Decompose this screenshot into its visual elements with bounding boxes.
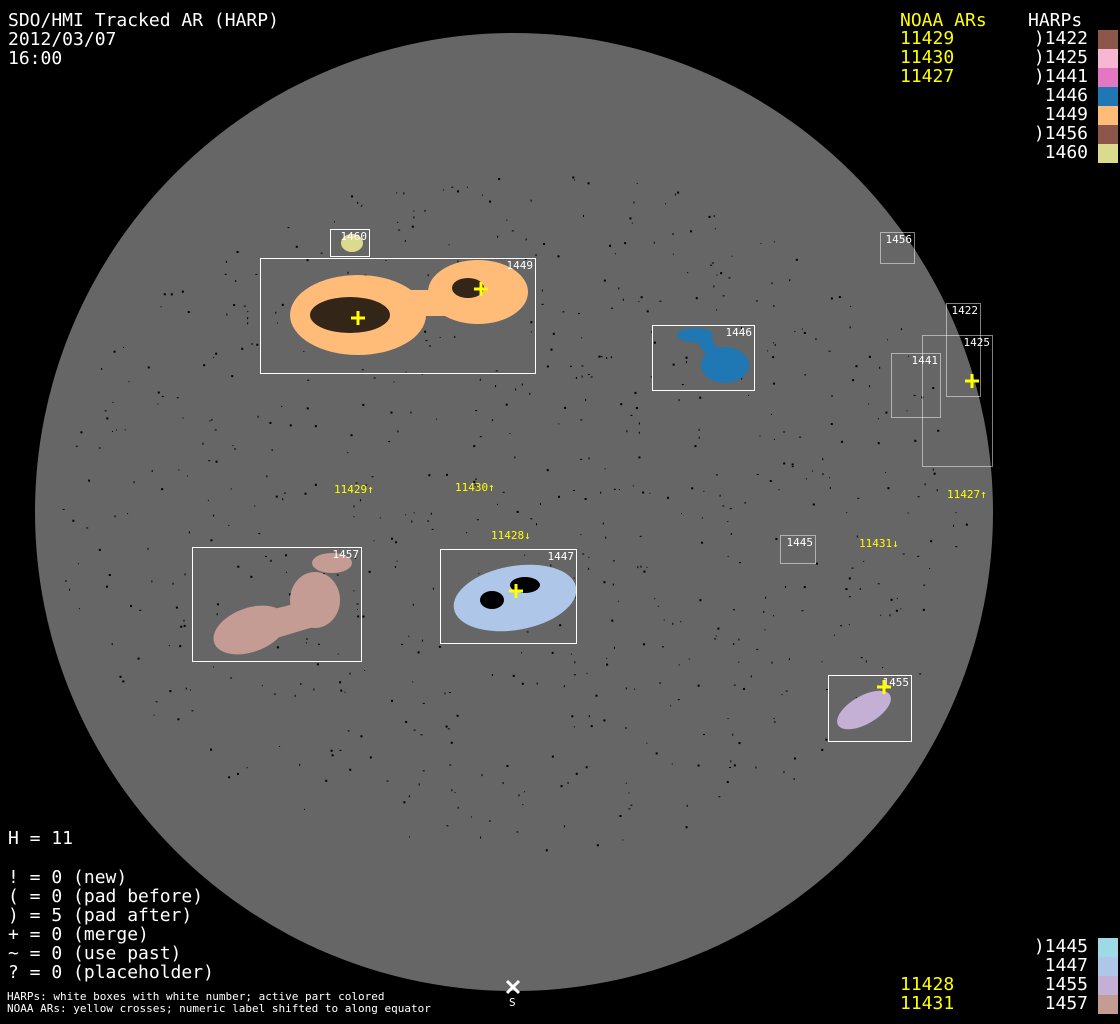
harp-legend-item: 1449 bbox=[1044, 104, 1088, 125]
harp-legend-item: )1445 bbox=[1033, 936, 1088, 957]
active-region-1455 bbox=[837, 690, 891, 730]
harp-legend-item: )1456 bbox=[1033, 123, 1088, 144]
harp-count: H = 11 bbox=[8, 828, 74, 849]
harp-color-swatch bbox=[1098, 87, 1118, 106]
harp-box-label: 1445 bbox=[787, 536, 814, 549]
harp-color-swatch bbox=[1098, 976, 1118, 995]
active-region-1446 bbox=[677, 328, 749, 383]
harp-box-label: 1441 bbox=[912, 354, 939, 367]
noaa-header: NOAA ARs bbox=[900, 10, 987, 31]
harp-box-label: 1460 bbox=[341, 230, 368, 243]
harp-box-1460[interactable] bbox=[330, 229, 370, 257]
stat-line: ! = 0 (new) bbox=[8, 867, 128, 888]
stat-line: ? = 0 (placeholder) bbox=[8, 962, 214, 983]
stat-line: ) = 5 (pad after) bbox=[8, 905, 193, 926]
harp-legend-item: )1441 bbox=[1033, 66, 1088, 87]
harp-box-label: 1422 bbox=[952, 304, 979, 317]
harp-color-swatch bbox=[1098, 30, 1118, 49]
harp-legend-item: )1422 bbox=[1033, 28, 1088, 49]
harp-box-1456[interactable] bbox=[880, 232, 915, 264]
harp-box-1422[interactable] bbox=[946, 303, 981, 397]
harp-box-1446[interactable] bbox=[652, 325, 755, 391]
harp-box-label: 1457 bbox=[333, 548, 360, 561]
noaa-legend-item: 11427 bbox=[900, 66, 955, 87]
noaa-legend-item: 11431 bbox=[900, 993, 955, 1014]
harp-legend-item: 1460 bbox=[1044, 142, 1088, 163]
stat-line: ( = 0 (pad before) bbox=[8, 886, 204, 907]
harp-color-swatch bbox=[1098, 995, 1118, 1014]
footer-harps-note: HARPs: white boxes with white number; ac… bbox=[7, 990, 385, 1003]
harp-legend-item: 1457 bbox=[1044, 993, 1088, 1014]
stat-line: ~ = 0 (use past) bbox=[8, 943, 182, 964]
harp-box-1445[interactable] bbox=[780, 535, 816, 564]
noaa-legend-item: 11430 bbox=[900, 47, 955, 68]
harp-legend-item: 1455 bbox=[1044, 974, 1088, 995]
harp-color-swatch bbox=[1098, 106, 1118, 125]
noaa-cross-icon bbox=[965, 374, 979, 388]
harp-legend-item: )1425 bbox=[1033, 47, 1088, 68]
active-region-1457 bbox=[213, 553, 352, 655]
harp-box-label: 1456 bbox=[886, 233, 913, 246]
harp-box-1449[interactable] bbox=[260, 258, 536, 374]
noaa-equator-label: 11428↓ bbox=[491, 529, 531, 542]
harp-box-1455[interactable] bbox=[828, 675, 912, 742]
noaa-equator-label: 11429↑ bbox=[334, 483, 374, 496]
stat-line: + = 0 (merge) bbox=[8, 924, 149, 945]
harp-box-1457[interactable] bbox=[192, 547, 362, 662]
noaa-cross-icon bbox=[474, 282, 488, 296]
harp-box-1425[interactable] bbox=[922, 335, 993, 467]
harp-color-swatch bbox=[1098, 68, 1118, 87]
sun-disk bbox=[35, 33, 993, 991]
harp-box-label: 1446 bbox=[726, 326, 753, 339]
time: 16:00 bbox=[8, 48, 63, 69]
footer-noaa-note: NOAA ARs: yellow crosses; numeric label … bbox=[7, 1002, 431, 1015]
south-label: S bbox=[509, 996, 516, 1009]
noaa-legend-item: 11428 bbox=[900, 974, 955, 995]
noaa-equator-label: 11427↑ bbox=[947, 488, 987, 501]
noaa-equator-label: 11430↑ bbox=[455, 481, 495, 494]
harp-color-swatch bbox=[1098, 125, 1118, 144]
harp-color-swatch bbox=[1098, 144, 1118, 163]
harp-legend-item: 1447 bbox=[1044, 955, 1088, 976]
harp-legend-item: 1446 bbox=[1044, 85, 1088, 106]
harp-color-swatch bbox=[1098, 938, 1118, 957]
harp-box-label: 1447 bbox=[548, 550, 575, 563]
title: SDO/HMI Tracked AR (HARP) bbox=[8, 10, 279, 31]
noaa-cross-icon bbox=[351, 311, 365, 325]
noaa-equator-label: 11431↓ bbox=[859, 537, 899, 550]
active-region-1460 bbox=[341, 234, 363, 252]
noaa-cross-icon bbox=[509, 584, 523, 598]
harp-color-swatch bbox=[1098, 957, 1118, 976]
active-region-1449 bbox=[290, 260, 528, 355]
harp-color-swatch bbox=[1098, 49, 1118, 68]
date: 2012/03/07 bbox=[8, 29, 117, 50]
harp-box-1447[interactable] bbox=[440, 549, 577, 644]
south-marker-icon bbox=[505, 979, 521, 995]
harp-box-1441[interactable] bbox=[891, 353, 941, 418]
harp-box-label: 1425 bbox=[964, 336, 991, 349]
noaa-cross-icon bbox=[877, 680, 891, 694]
harp-box-label: 1449 bbox=[507, 259, 534, 272]
harps-header: HARPs bbox=[1028, 10, 1083, 31]
noaa-legend-item: 11429 bbox=[900, 28, 955, 49]
